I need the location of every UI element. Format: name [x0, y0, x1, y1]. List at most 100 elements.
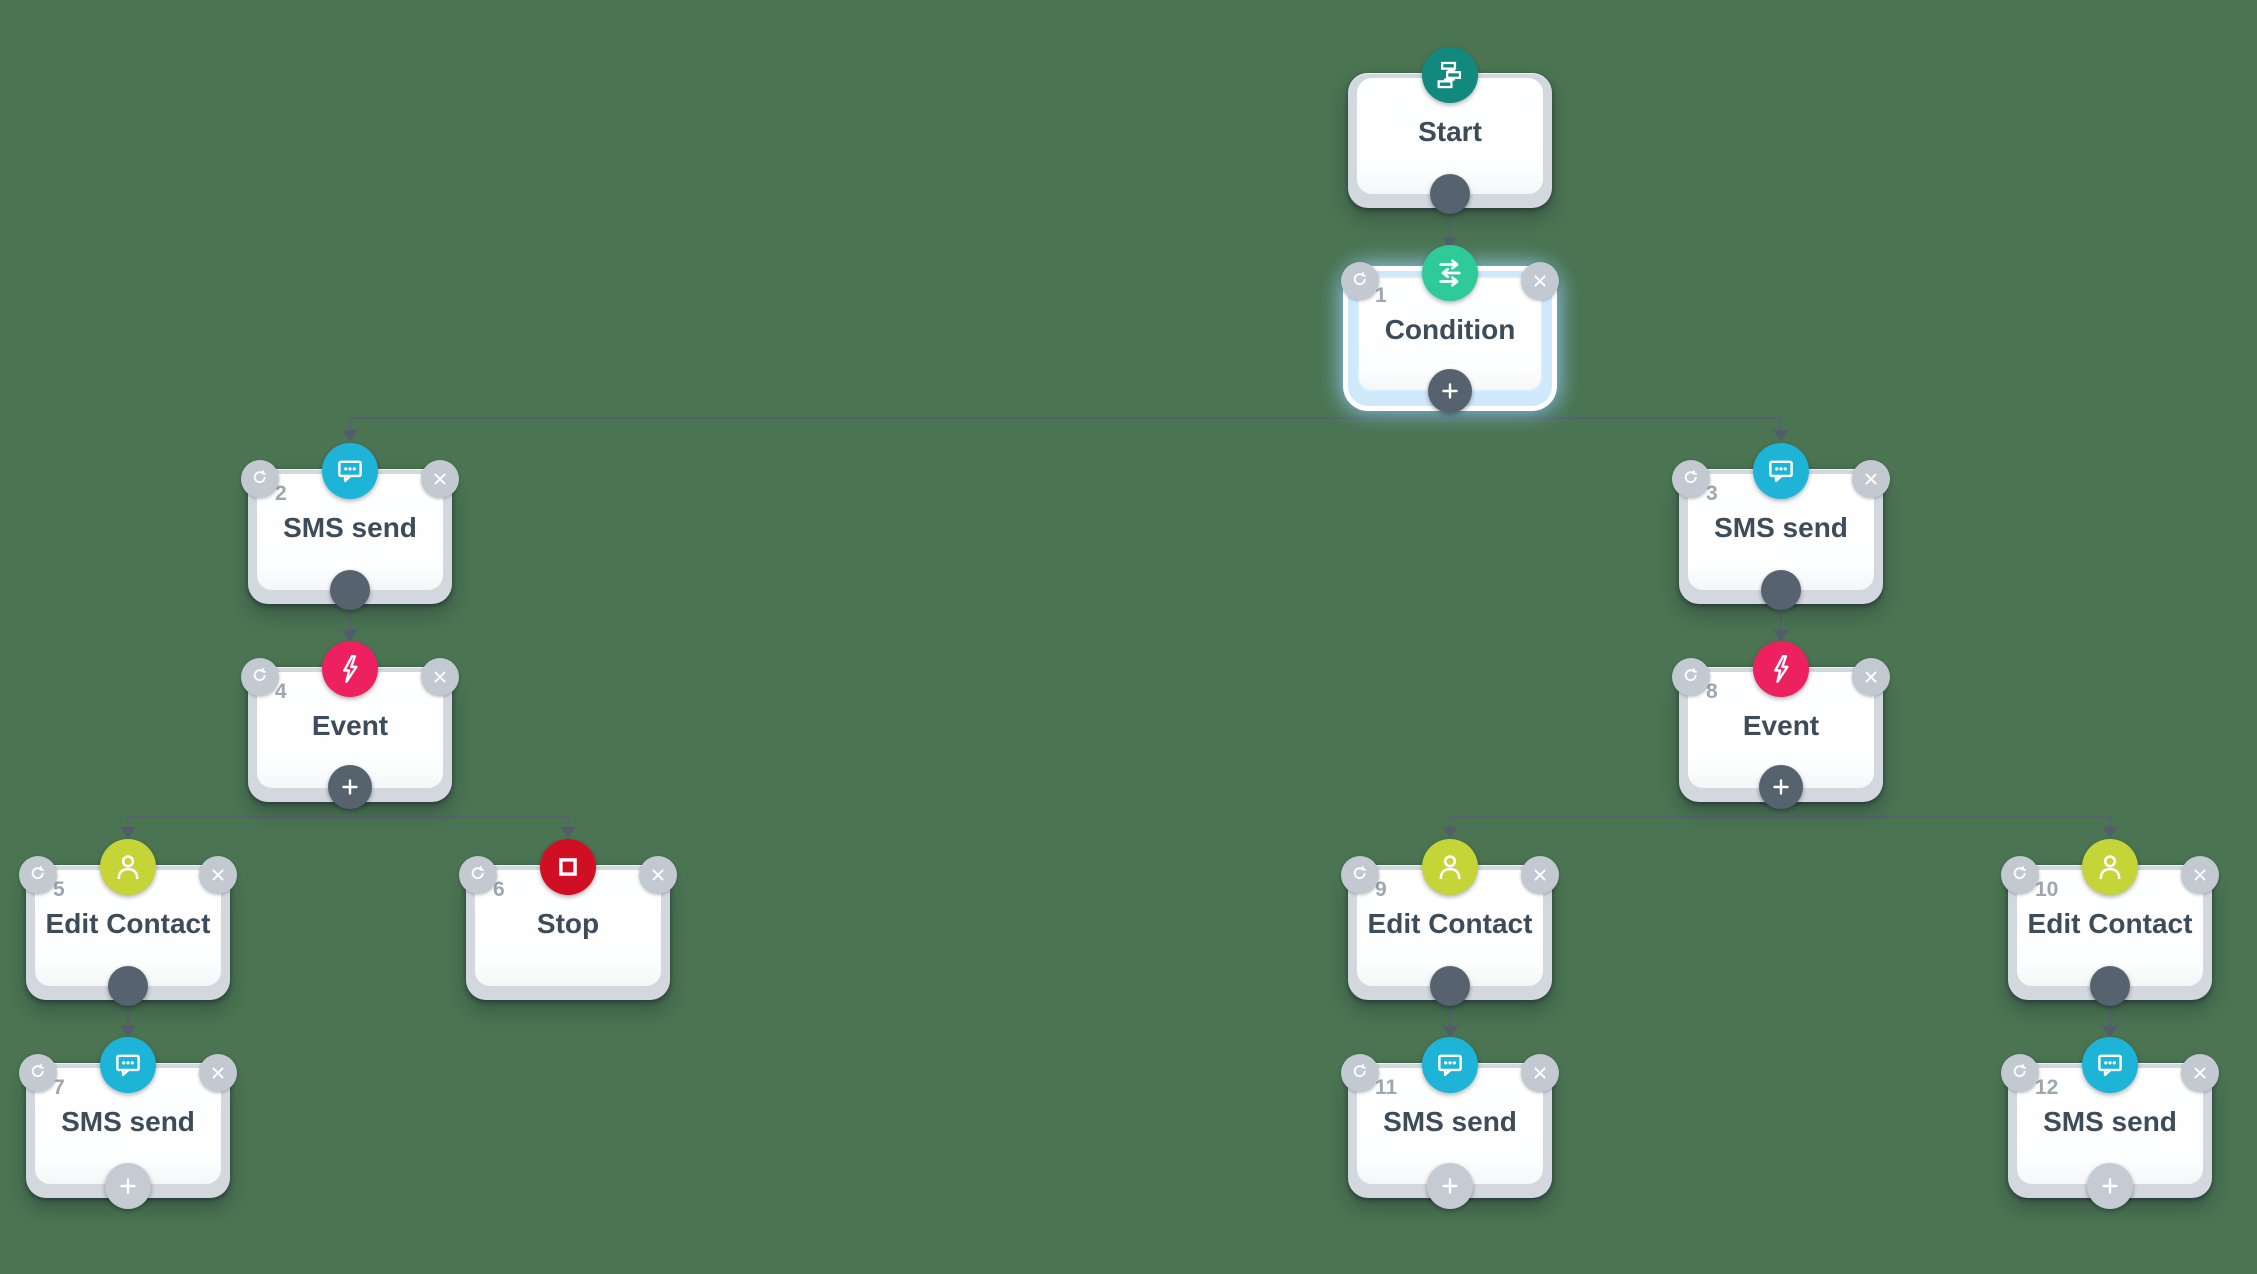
close-button[interactable] — [1521, 262, 1559, 300]
refresh-button[interactable] — [1341, 1054, 1379, 1092]
node-sms-send-11[interactable]: 11 SMS send — [1341, 1037, 1559, 1209]
node-sms-send-3[interactable]: 3 SMS send — [1672, 443, 1890, 610]
chat-bubble-icon — [1753, 443, 1809, 499]
connector-line — [1449, 818, 1451, 829]
connector-line — [349, 601, 351, 631]
node-number: 5 — [53, 878, 65, 901]
node-frame: 3 SMS send — [1672, 443, 1890, 610]
close-button[interactable] — [1852, 460, 1890, 498]
node-label: SMS send — [2043, 1106, 2177, 1137]
connector-line — [567, 818, 569, 829]
person-icon — [100, 839, 156, 895]
node-number: 6 — [493, 878, 505, 901]
chat-bubble-icon — [100, 1037, 156, 1093]
refresh-button[interactable] — [1672, 658, 1710, 696]
refresh-button[interactable] — [241, 658, 279, 696]
connector-line — [1780, 601, 1782, 631]
arrowhead — [342, 430, 358, 441]
add-step-button[interactable] — [328, 765, 372, 809]
arrowhead — [1773, 430, 1789, 441]
node-number: 3 — [1706, 482, 1718, 505]
refresh-button[interactable] — [2001, 856, 2039, 894]
connector-line — [1780, 419, 1782, 432]
node-number: 4 — [275, 680, 287, 703]
node-frame: 6 Stop — [459, 839, 677, 1000]
arrowhead — [2102, 827, 2118, 838]
close-button[interactable] — [1852, 658, 1890, 696]
node-event-4[interactable]: 4 Event — [241, 641, 459, 809]
add-step-button[interactable] — [105, 1163, 151, 1209]
output-port[interactable] — [1430, 174, 1470, 214]
refresh-button[interactable] — [241, 460, 279, 498]
node-number: 11 — [1375, 1076, 1398, 1099]
close-button[interactable] — [2181, 1054, 2219, 1092]
output-port[interactable] — [108, 966, 148, 1006]
output-port[interactable] — [1761, 570, 1801, 610]
node-frame: 1 Condition — [1341, 245, 1559, 413]
add-step-button[interactable] — [2087, 1163, 2133, 1209]
person-icon — [1422, 839, 1478, 895]
node-frame: 10 Edit Contact — [2001, 839, 2219, 1006]
output-port[interactable] — [2090, 966, 2130, 1006]
node-event-8[interactable]: 8 Event — [1672, 641, 1890, 809]
node-frame: 11 SMS send — [1341, 1037, 1559, 1209]
close-button[interactable] — [1521, 856, 1559, 894]
refresh-button[interactable] — [2001, 1054, 2039, 1092]
node-number: 8 — [1706, 680, 1718, 703]
add-step-button[interactable] — [1759, 765, 1803, 809]
node-sms-send-7[interactable]: 7 SMS send — [19, 1037, 237, 1209]
node-frame: 2 SMS send — [241, 443, 459, 610]
connector-line — [1449, 196, 1451, 238]
refresh-button[interactable] — [459, 856, 497, 894]
arrowhead — [1773, 630, 1789, 641]
node-frame: 4 Event — [241, 641, 459, 809]
close-button[interactable] — [639, 856, 677, 894]
close-button[interactable] — [1521, 1054, 1559, 1092]
chat-bubble-icon — [322, 443, 378, 499]
refresh-button[interactable] — [1341, 856, 1379, 894]
arrowhead — [342, 630, 358, 641]
flow-steps-icon — [1422, 47, 1478, 103]
connector-line — [127, 818, 129, 829]
node-label: SMS send — [283, 512, 417, 543]
output-port[interactable] — [1430, 966, 1470, 1006]
add-step-button[interactable] — [1427, 1163, 1473, 1209]
node-label: Start — [1418, 116, 1482, 147]
chat-bubble-icon — [1422, 1037, 1478, 1093]
node-frame: 12 SMS send — [2001, 1037, 2219, 1209]
node-edit-contact-10[interactable]: 10 Edit Contact — [2001, 839, 2219, 1006]
lightning-icon — [1753, 641, 1809, 697]
refresh-button[interactable] — [19, 856, 57, 894]
connector-line — [2109, 996, 2111, 1027]
node-edit-contact-5[interactable]: 5 Edit Contact — [19, 839, 237, 1006]
close-button[interactable] — [421, 460, 459, 498]
node-label: SMS send — [1714, 512, 1848, 543]
close-button[interactable] — [199, 1054, 237, 1092]
refresh-button[interactable] — [1341, 262, 1379, 300]
refresh-button[interactable] — [19, 1054, 57, 1092]
refresh-button[interactable] — [1672, 460, 1710, 498]
arrowhead — [120, 1026, 136, 1037]
arrowhead — [1442, 1026, 1458, 1037]
add-step-button[interactable] — [1428, 369, 1472, 413]
node-start[interactable]: Start — [1348, 47, 1552, 214]
node-stop-6[interactable]: 6 Stop — [459, 839, 677, 1000]
connector-line — [2109, 818, 2111, 829]
connector-line — [1449, 996, 1451, 1027]
arrowhead — [1442, 827, 1458, 838]
node-label: Event — [311, 710, 389, 741]
node-label: Edit Contact — [1367, 908, 1533, 939]
close-button[interactable] — [199, 856, 237, 894]
arrowhead — [560, 827, 576, 838]
close-button[interactable] — [421, 658, 459, 696]
close-button[interactable] — [2181, 856, 2219, 894]
node-sms-send-12[interactable]: 12 SMS send — [2001, 1037, 2219, 1209]
node-sms-send-2[interactable]: 2 SMS send — [241, 443, 459, 610]
arrowhead — [120, 827, 136, 838]
node-edit-contact-9[interactable]: 9 Edit Contact — [1341, 839, 1559, 1006]
node-frame: 9 Edit Contact — [1341, 839, 1559, 1006]
output-port[interactable] — [330, 570, 370, 610]
connector-line — [1449, 816, 2111, 818]
node-condition-1[interactable]: 1 Condition — [1341, 245, 1559, 413]
person-icon — [2082, 839, 2138, 895]
